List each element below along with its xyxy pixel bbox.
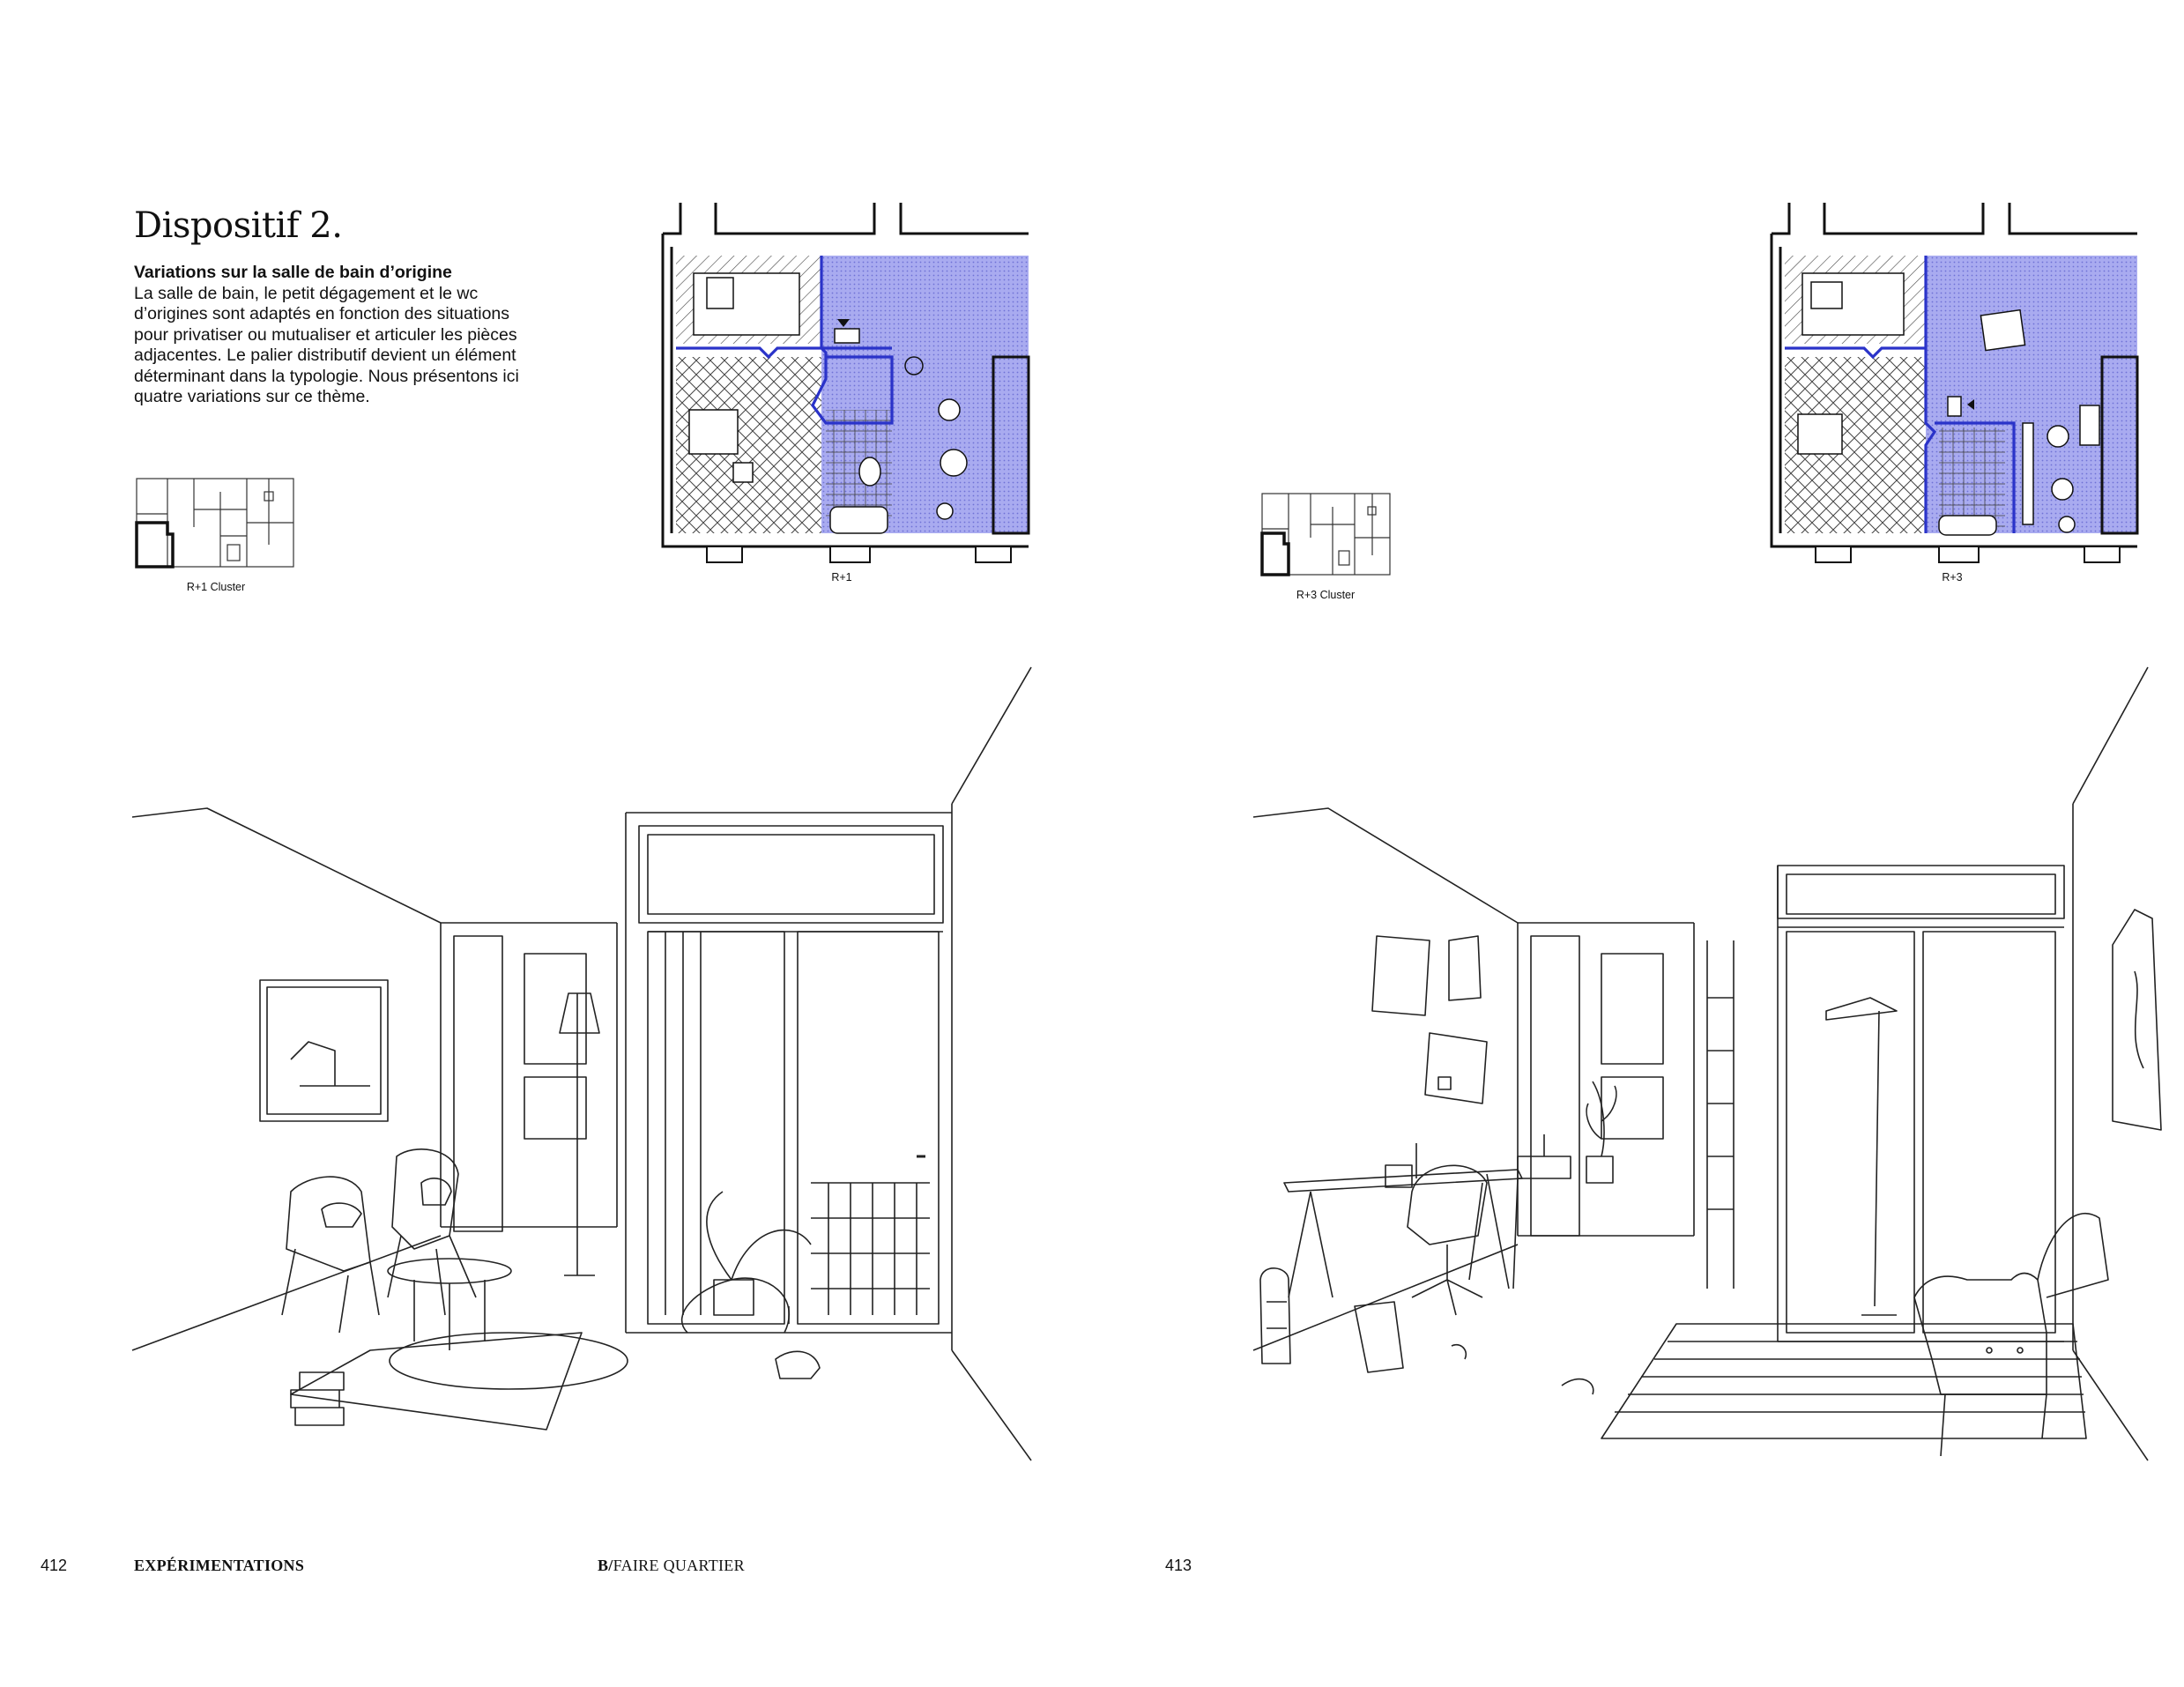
chapter-title: B/FAIRE QUARTIER [598,1557,745,1575]
perspective-living-room [131,666,1032,1461]
page-number: 412 [41,1557,68,1574]
floor-plan-r3 [1770,203,2139,563]
page-number-right: 413 [1165,1557,1192,1574]
key-plan-r3 [1260,493,1391,576]
intro-subtitle: Variations sur la salle de bain d’origin… [134,263,452,282]
floor-plan-r1 [661,203,1030,563]
floor-plan-caption-r3: R+3 [1942,571,1963,583]
page-title: Dispositif 2. [134,205,343,246]
intro-text: Variations sur la salle de bain d’origin… [134,263,548,408]
left-page: Dispositif 2. Variations sur la salle de… [41,203,1032,1575]
right-page: R+3 Cluster [1092,0,2184,1687]
intro-body: La salle de bain, le petit dégagement et… [134,283,519,407]
floor-plan-caption: R+1 [831,571,852,583]
section-title: EXPÉRIMENTATIONS [134,1557,305,1574]
key-plan-caption: R+1 Cluster [186,581,246,593]
key-plan-caption-r3: R+3 Cluster [1296,589,1356,601]
key-plan-r1 [135,478,294,569]
perspective-study-room [1252,666,2162,1461]
chapter-name: FAIRE QUARTIER [613,1557,745,1574]
chapter-prefix: B/ [598,1557,613,1574]
